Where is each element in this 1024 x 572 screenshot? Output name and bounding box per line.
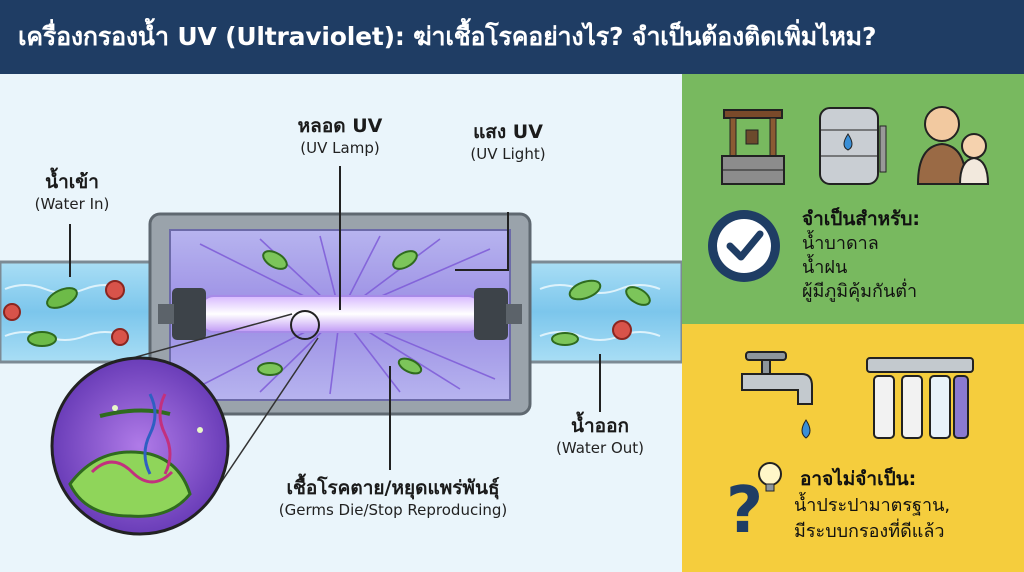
germs-outlet [551, 279, 651, 346]
label-leader-lines [69, 166, 601, 470]
label-uv-light: แสง UV (UV Light) [470, 121, 546, 163]
not-necessary-item: มีระบบกรองที่ดีแล้ว [794, 521, 945, 542]
not-necessary-item: น้ำประปามาตรฐาน, [794, 495, 951, 516]
inlet-pipe [0, 260, 162, 364]
header-bar: เครื่องกรองน้ำ UV (Ultraviolet): ฆ่าเชื้… [0, 0, 1024, 74]
lamp-cap-right [474, 288, 508, 340]
label-germs-die: เชื้อโรคตาย/หยุดแพร่พันธุ์ (Germs Die/St… [278, 477, 508, 519]
label-water-in: น้ำเข้า (Water In) [34, 171, 110, 213]
water-filter-icon [866, 357, 974, 439]
damaged-bacterium [68, 393, 203, 518]
necessary-item: น้ำฝน [802, 257, 848, 278]
water-tank-icon [819, 107, 887, 185]
germs-inlet [3, 280, 129, 347]
label-uv-lamp: หลอด UV (UV Lamp) [297, 115, 383, 157]
germs-in-chamber [257, 250, 423, 376]
necessary-item: ผู้มีภูมิคุ้มกันต่ำ [802, 281, 918, 302]
well-icon [721, 109, 785, 185]
svg-text:?: ? [726, 474, 763, 548]
outlet-pipe [518, 260, 682, 364]
question-bulb-icon: ? [726, 462, 782, 548]
label-water-out: น้ำออก (Water Out) [555, 415, 644, 457]
faucet-icon [741, 351, 813, 439]
necessary-item: น้ำบาดาล [802, 233, 879, 254]
necessary-title: จำเป็นสำหรับ: [802, 208, 920, 230]
necessary-panel: จำเป็นสำหรับ: น้ำบาดาล น้ำฝน ผู้มีภูมิคุ… [682, 74, 1024, 324]
elderly-and-baby-icon [916, 106, 990, 185]
uv-filter-illustration [0, 166, 682, 536]
checkmark-icon [708, 210, 780, 282]
uv-filter-diagram: น้ำเข้า (Water In) หลอด UV (UV Lamp) แสง… [0, 74, 682, 572]
not-necessary-title: อาจไม่จำเป็น: [800, 468, 917, 490]
page-title: เครื่องกรองน้ำ UV (Ultraviolet): ฆ่าเชื้… [18, 22, 877, 51]
lamp-cap-left [172, 288, 206, 340]
not-necessary-panel: ? อาจไม่จำเป็น: น้ำประปามาตรฐาน, มีระบบก… [682, 324, 1024, 572]
